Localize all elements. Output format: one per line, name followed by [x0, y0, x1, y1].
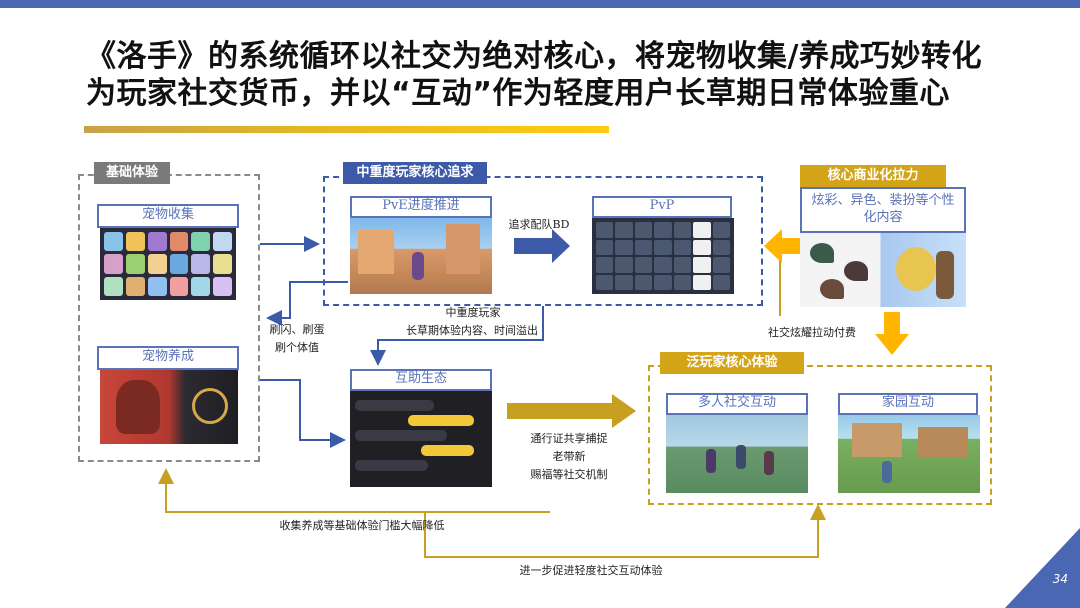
node-pet-raise: 宠物养成 — [97, 346, 239, 370]
stat-ring — [192, 388, 228, 424]
house — [852, 423, 902, 457]
block-arrow-pve-to-pvp — [514, 229, 570, 263]
note-bottom-2: 进一步促进轻度社交互动体验 — [519, 564, 663, 577]
title-underline — [84, 126, 609, 133]
note-pass-3: 赐福等社交机制 — [530, 468, 608, 481]
multi-social-screenshot — [666, 415, 808, 493]
player-character — [706, 449, 716, 473]
arrow-basic-to-mutual — [260, 379, 346, 448]
node-pvp: PvP — [592, 196, 732, 218]
node-pet-collect: 宠物收集 — [97, 204, 239, 228]
basic-experience-tag: 基础体验 — [94, 162, 170, 184]
page-corner-decoration — [1005, 528, 1080, 608]
page-title: 《洛手》的系统循环以社交为绝对核心，将宠物收集/养成巧妙转化 为玩家社交货币，并… — [86, 38, 1046, 112]
costume-character — [936, 251, 954, 299]
arrow-casual-to-basic — [158, 468, 550, 513]
commercial-screenshot — [800, 233, 966, 307]
casual-experience-group — [648, 365, 992, 505]
top-accent-bar — [0, 0, 1080, 8]
title-line-1: 《洛手》的系统循环以社交为绝对核心，将宠物收集/养成巧妙转化 — [86, 39, 982, 74]
note-bottom-1: 收集养成等基础体验门槛大幅降低 — [279, 519, 445, 532]
core-pursuit-group — [323, 176, 763, 306]
house — [918, 427, 968, 457]
casual-experience-tag: 泛玩家核心体验 — [660, 352, 804, 374]
note-brush-2: 刷个体值 — [275, 341, 319, 354]
pvp-screenshot — [592, 218, 734, 294]
node-mutual-aid: 互助生态 — [350, 369, 492, 391]
building — [358, 230, 394, 274]
bird-pet — [844, 261, 868, 281]
commercial-desc: 炫彩、异色、装扮等个性化内容 — [800, 187, 966, 233]
node-home: 家园互动 — [838, 393, 978, 415]
player-character — [736, 445, 746, 469]
node-multi-social: 多人社交互动 — [666, 393, 808, 415]
building — [446, 224, 480, 274]
note-brush-1: 刷闪、刷蛋 — [269, 323, 325, 336]
bird-pet — [810, 243, 834, 263]
arrow-pve-to-basic — [266, 281, 348, 326]
costume-pet — [896, 247, 936, 291]
player-character — [882, 461, 892, 483]
pet-raise-screenshot — [100, 370, 238, 444]
bird-pet — [820, 279, 844, 299]
arrow-core-to-mutual — [370, 306, 544, 366]
note-pass-2: 老带新 — [552, 450, 586, 463]
player-character — [412, 252, 424, 280]
arrow-bottom-to-casual — [424, 504, 826, 558]
note-pass-1: 通行证共享捕捉 — [530, 432, 608, 445]
note-mid-heavy-2: 长草期体验内容、时间溢出 — [406, 324, 538, 337]
title-line-2: 为玩家社交货币，并以“互动”作为轻度用户长草期日常体验重心 — [86, 76, 950, 111]
note-social-pay: 社交炫耀拉动付费 — [768, 326, 856, 339]
block-arrow-mutual-to-casual — [507, 394, 636, 428]
note-mid-heavy-1: 中重度玩家 — [445, 306, 501, 319]
core-pursuit-tag: 中重度玩家核心追求 — [343, 162, 487, 184]
node-pve: PvE进度推进 — [350, 196, 492, 218]
commercial-tag: 核心商业化拉力 — [800, 165, 946, 187]
block-arrow-commercial-down — [875, 312, 909, 355]
block-arrow-commercial-to-pvp — [764, 229, 800, 263]
note-pursue-bd: 追求配队BD — [508, 218, 570, 231]
home-screenshot — [838, 415, 980, 493]
pet-collect-screenshot — [100, 228, 236, 300]
pet-figure — [116, 380, 160, 434]
pve-screenshot — [350, 218, 492, 294]
page-number: 34 — [1052, 572, 1068, 586]
player-character — [764, 451, 774, 475]
mutual-aid-screenshot — [350, 391, 492, 487]
